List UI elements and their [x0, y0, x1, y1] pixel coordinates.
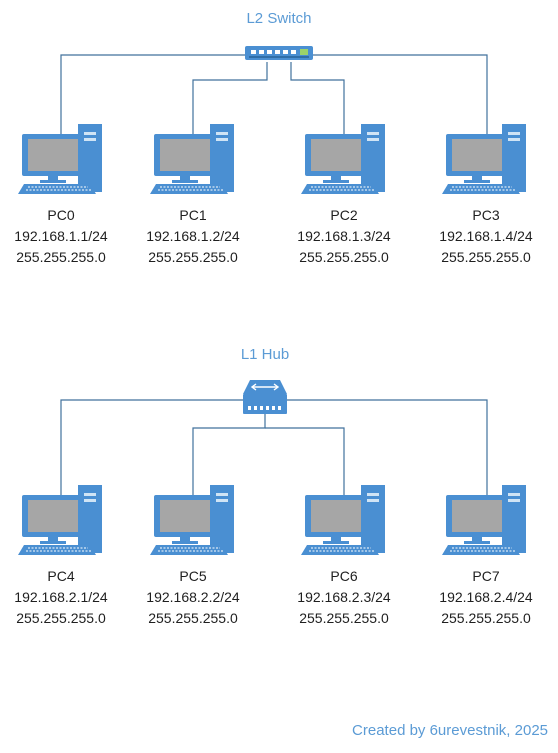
pc-mask: 255.255.255.0	[299, 249, 389, 265]
pc3-label: PC3 192.168.1.4/24 255.255.255.0	[439, 207, 533, 265]
pc-mask: 255.255.255.0	[148, 610, 238, 626]
pc-ip: 192.168.2.3/24	[297, 589, 391, 605]
pc-mask: 255.255.255.0	[148, 249, 238, 265]
pc-name: PC0	[47, 207, 74, 223]
pc2-label: PC2 192.168.1.3/24 255.255.255.0	[297, 207, 391, 265]
switch-links	[56, 54, 492, 159]
link-pc1	[188, 62, 268, 159]
hub-section-title: L1 Hub	[241, 346, 289, 363]
pc5-label: PC5 192.168.2.2/24 255.255.255.0	[146, 568, 240, 626]
pc-ip: 192.168.2.2/24	[146, 589, 240, 605]
link-pc6	[265, 427, 349, 524]
link-pc4	[56, 399, 244, 524]
pc-name: PC3	[472, 207, 499, 223]
pc5-icon	[150, 485, 234, 555]
pc-name: PC5	[179, 568, 206, 584]
pc-mask: 255.255.255.0	[441, 610, 531, 626]
switch-section-title: L2 Switch	[246, 10, 311, 27]
pc-ip: 192.168.1.1/24	[14, 228, 108, 244]
pc0-label: PC0 192.168.1.1/24 255.255.255.0	[14, 207, 108, 265]
pc-name: PC4	[47, 568, 74, 584]
link-pc0	[56, 54, 245, 159]
hub-section: L1 Hub	[14, 346, 533, 626]
pc7-label: PC7 192.168.2.4/24 255.255.255.0	[439, 568, 533, 626]
pc1-icon	[150, 124, 234, 194]
pc-ip: 192.168.1.2/24	[146, 228, 240, 244]
pc-name: PC2	[330, 207, 357, 223]
pc-name: PC7	[472, 568, 499, 584]
footer-credit: Created by 6urevestnik, 2025	[352, 722, 548, 739]
pc6-icon	[301, 485, 385, 555]
pc-name: PC6	[330, 568, 357, 584]
switch-section: L2 Switch	[14, 10, 533, 265]
link-pc3	[313, 54, 492, 159]
pc2-icon	[301, 124, 385, 194]
pc4-label: PC4 192.168.2.1/24 255.255.255.0	[14, 568, 108, 626]
hub-links	[56, 399, 492, 524]
link-pc7	[286, 399, 492, 524]
pc-ip: 192.168.2.1/24	[14, 589, 108, 605]
link-pc5	[188, 414, 266, 524]
pc-ip: 192.168.1.3/24	[297, 228, 391, 244]
pc4-icon	[18, 485, 102, 555]
switch-icon	[245, 46, 313, 60]
pc-ip: 192.168.1.4/24	[439, 228, 533, 244]
pc-mask: 255.255.255.0	[299, 610, 389, 626]
pc-mask: 255.255.255.0	[16, 610, 106, 626]
pc3-icon	[442, 124, 526, 194]
hub-icon	[243, 380, 287, 414]
pc-mask: 255.255.255.0	[441, 249, 531, 265]
pc0-icon	[18, 124, 102, 194]
pc7-icon	[442, 485, 526, 555]
link-pc2	[290, 62, 349, 159]
pc6-label: PC6 192.168.2.3/24 255.255.255.0	[297, 568, 391, 626]
pc-mask: 255.255.255.0	[16, 249, 106, 265]
pc1-label: PC1 192.168.1.2/24 255.255.255.0	[146, 207, 240, 265]
pc-name: PC1	[179, 207, 206, 223]
pc-ip: 192.168.2.4/24	[439, 589, 533, 605]
